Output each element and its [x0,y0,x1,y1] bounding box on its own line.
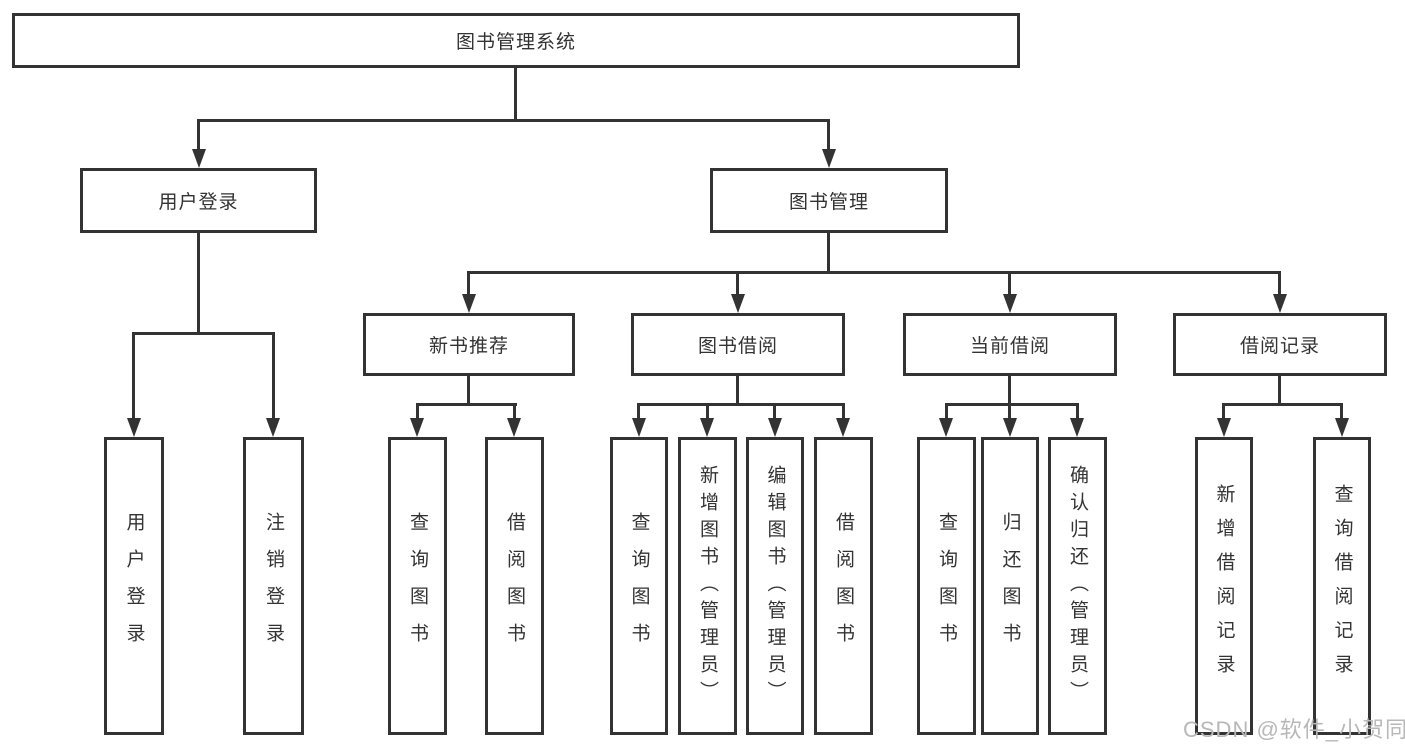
arrow-down-icon [822,149,836,168]
arrow-down-icon [768,418,782,437]
connector-line [513,403,516,421]
connector-line [1222,403,1343,406]
arrow-down-icon [507,418,521,437]
connector-line [1278,271,1281,298]
node-current-borrowing: 当前借阅 [903,313,1117,376]
leaf-user-login: 用户登录 [104,437,164,735]
connector-line [197,119,830,122]
arrow-down-icon [1217,418,1231,437]
node-user-login: 用户登录 [80,168,317,233]
node-library-management-system: 图书管理系统 [12,13,1020,68]
leaf-return-books: 归还图书 [981,437,1039,735]
leaf-logout: 注销登录 [243,437,304,735]
leaf-borrow-books-recommend: 借阅图书 [485,437,544,735]
leaf-query-books-recommend: 查询图书 [388,437,447,735]
connector-line [827,233,830,274]
connector-line [827,119,830,153]
node-new-book-recommendation: 新书推荐 [363,313,575,376]
connector-line [132,332,135,421]
connector-line [1008,403,1011,421]
arrow-down-icon [939,418,953,437]
connector-line [467,271,1281,274]
arrow-down-icon [266,418,280,437]
connector-line [736,376,739,405]
arrow-down-icon [1003,294,1017,313]
node-book-management: 图书管理 [710,168,948,233]
leaf-edit-books-admin: 编辑图书（管理员） [746,437,804,735]
leaf-add-borrow-record: 新增借阅记录 [1195,437,1253,735]
leaf-query-books-current: 查询图书 [917,437,976,735]
connector-line [1008,271,1011,298]
connector-line [945,403,1079,406]
arrow-down-icon [1070,418,1084,437]
leaf-borrow-books: 借阅图书 [814,437,873,735]
connector-line [272,332,275,421]
connector-line [514,66,517,122]
node-borrowing-records: 借阅记录 [1173,313,1387,376]
arrow-down-icon [462,294,476,313]
leaf-confirm-return-admin: 确认归还（管理员） [1048,437,1107,735]
connector-line [736,271,739,298]
connector-line [706,403,709,421]
connector-line [637,403,845,406]
connector-line [842,403,845,421]
arrow-down-icon [192,149,206,168]
connector-line [197,119,200,153]
arrow-down-icon [1335,418,1349,437]
connector-line [945,403,948,421]
csdn-watermark: CSDN @软件_小贺同学 [1183,717,1405,742]
connector-line [467,376,470,405]
connector-line [637,403,640,421]
connector-line [1222,403,1225,421]
connector-line [1340,403,1343,421]
leaf-query-borrow-record: 查询借阅记录 [1313,437,1371,735]
connector-line [416,403,419,421]
arrow-down-icon [1273,294,1287,313]
leaf-query-books-borrow: 查询图书 [610,437,668,735]
arrow-down-icon [127,418,141,437]
arrow-down-icon [700,418,714,437]
arrow-down-icon [1003,418,1017,437]
connector-line [197,233,200,334]
connector-line [132,332,275,335]
arrow-down-icon [836,418,850,437]
connector-line [1008,376,1011,405]
arrow-down-icon [410,418,424,437]
arrow-down-icon [632,418,646,437]
connector-line [467,271,470,298]
leaf-add-books-admin: 新增图书（管理员） [678,437,737,735]
connector-line [1076,403,1079,421]
node-book-borrowing: 图书借阅 [631,313,845,376]
connector-line [1278,376,1281,405]
connector-line [416,403,517,406]
arrow-down-icon [731,294,745,313]
connector-line [773,403,776,421]
